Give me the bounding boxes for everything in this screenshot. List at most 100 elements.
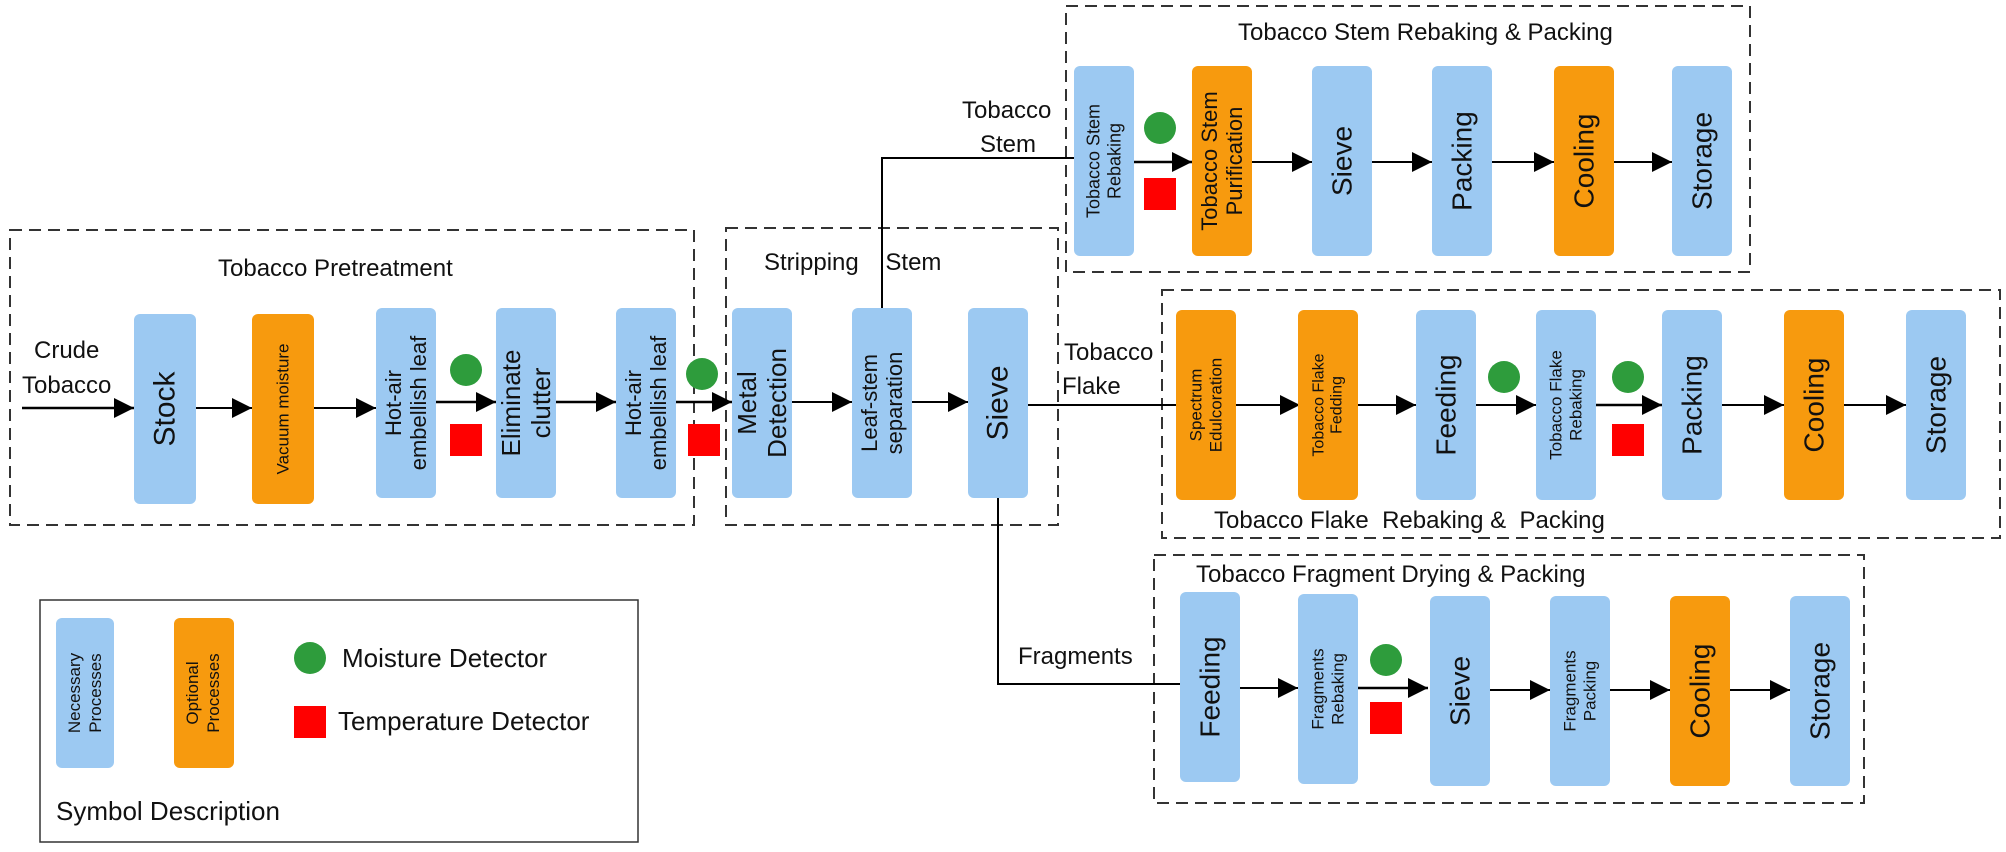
process-stem-cooling-label: Cooling bbox=[1569, 114, 1600, 209]
process-frag-packing-box bbox=[1550, 596, 1610, 786]
legend-moisture-label: Moisture Detector bbox=[342, 643, 548, 673]
process-stem-storage-box bbox=[1672, 66, 1732, 256]
process-stem-packing-label: Packing bbox=[1447, 111, 1478, 211]
process-stem-sieve-label: Sieve bbox=[1327, 126, 1358, 196]
process-frag-packing-label: Fragments bbox=[1561, 650, 1580, 731]
flow-label-fragments: Fragments bbox=[1018, 643, 1133, 670]
legend-optional-label-1: Optional bbox=[183, 661, 202, 724]
process-frag-cooling-label: Cooling bbox=[1685, 644, 1716, 739]
process-metal-label: Metal bbox=[732, 371, 762, 435]
process-frag-storage-box bbox=[1790, 596, 1850, 786]
process-frag-storage-label: Storage bbox=[1805, 642, 1836, 740]
process-hot-air-1-box bbox=[376, 308, 436, 498]
process-stem-cooling-box bbox=[1554, 66, 1614, 256]
process-stem-purification-label: Purification bbox=[1222, 107, 1247, 216]
flow-label-crude-2: Tobacco bbox=[22, 372, 111, 399]
process-frag-rebaking-box bbox=[1298, 594, 1358, 784]
process-stem-rebaking-box bbox=[1074, 66, 1134, 256]
legend: Necessary Processes Optional Processes M… bbox=[56, 618, 590, 826]
process-metal-box bbox=[732, 308, 792, 498]
process-frag-sieve-box bbox=[1430, 596, 1490, 786]
flow-label-stem-2: Stem bbox=[980, 131, 1036, 158]
legend-optional-swatch bbox=[174, 618, 234, 768]
moisture-detector-icon bbox=[686, 358, 718, 390]
process-frag-cooling-box bbox=[1670, 596, 1730, 786]
legend-title: Symbol Description bbox=[56, 796, 280, 826]
process-frag-sieve-label: Sieve bbox=[1445, 656, 1476, 726]
process-eliminate-box bbox=[496, 308, 556, 498]
process-stem-rebaking-label: Rebaking bbox=[1104, 123, 1124, 199]
process-spectrum-label: Edulcoration bbox=[1206, 358, 1225, 453]
flow-label-flake-1: Tobacco bbox=[1064, 339, 1153, 366]
process-eliminate-label: Eliminate bbox=[496, 350, 526, 457]
moisture-detector-icon bbox=[1488, 361, 1520, 393]
temperature-detector-icon bbox=[688, 424, 720, 456]
process-flake-fedding-label: Tobacco Flake bbox=[1310, 353, 1327, 456]
group-frame-flake-rebaking bbox=[1161, 289, 2001, 539]
process-flake-packing-label: Packing bbox=[1677, 355, 1708, 455]
temperature-detector-icon bbox=[1370, 702, 1402, 734]
process-flake-cooling-label: Cooling bbox=[1799, 358, 1830, 453]
process-vacuum-moisture-label: Vacuum moisture bbox=[274, 343, 293, 474]
process-stock-label: Stock bbox=[149, 370, 182, 446]
process-frag-feeding-box bbox=[1180, 592, 1240, 782]
process-sieve-main-label: Sieve bbox=[982, 365, 1015, 440]
group-frame-stem-rebaking bbox=[1065, 5, 1751, 273]
line-sieve-to-fragments bbox=[997, 496, 1180, 685]
process-stem-purification-label: Tobacco Stem bbox=[1197, 91, 1222, 230]
group-frame-fragment-drying bbox=[1153, 554, 1865, 804]
process-frag-rebaking-label: Fragments bbox=[1309, 648, 1328, 729]
group-title-pretreatment: Tobacco Pretreatment bbox=[218, 255, 453, 282]
process-sieve-main-box bbox=[968, 308, 1028, 498]
process-flake-fedding-box bbox=[1298, 310, 1358, 500]
temperature-detector-icon bbox=[1612, 424, 1644, 456]
process-flake-feeding-box bbox=[1416, 310, 1476, 500]
group-frame-stripping bbox=[725, 227, 1059, 526]
legend-optional-label-2: Processes bbox=[204, 653, 223, 732]
moisture-detector-icon bbox=[1370, 644, 1402, 676]
process-metal-label: Detection bbox=[762, 348, 792, 458]
process-hot-air-2-label: embellish leaf bbox=[646, 335, 671, 470]
process-eliminate-label: clutter bbox=[526, 367, 556, 438]
legend-necessary-label-2: Processes bbox=[86, 653, 105, 732]
process-hot-air-2-label: Hot-air bbox=[621, 370, 646, 436]
process-stem-sieve-box bbox=[1312, 66, 1372, 256]
process-flake-storage-box bbox=[1906, 310, 1966, 500]
process-stem-rebaking-label: Tobacco Stem bbox=[1084, 104, 1104, 218]
process-flake-rebaking-label: Rebaking bbox=[1566, 369, 1585, 441]
process-hot-air-1-label: Hot-air bbox=[381, 370, 406, 436]
process-hot-air-1-label: embellish leaf bbox=[406, 335, 431, 470]
moisture-detector-icon bbox=[1612, 361, 1644, 393]
process-frag-packing-label: Packing bbox=[1580, 661, 1599, 721]
moisture-detector-icon bbox=[1144, 112, 1176, 144]
temperature-detector-icon bbox=[1144, 178, 1176, 210]
process-frag-feeding-label: Feeding bbox=[1195, 636, 1226, 737]
group-title-stripping: Stripping Stem bbox=[764, 249, 941, 276]
process-stem-packing-box bbox=[1432, 66, 1492, 256]
legend-necessary-label-1: Necessary bbox=[65, 652, 84, 733]
process-flake-rebaking-box bbox=[1536, 310, 1596, 500]
process-stem-purification-box bbox=[1192, 66, 1252, 256]
process-frag-rebaking-label: Rebaking bbox=[1328, 653, 1347, 725]
group-title-fragment-drying: Tobacco Fragment Drying & Packing bbox=[1196, 561, 1586, 588]
flow-label-stem-1: Tobacco bbox=[962, 97, 1051, 124]
process-flake-cooling-box bbox=[1784, 310, 1844, 500]
legend-moisture-icon bbox=[294, 642, 326, 674]
process-vacuum-moisture-box bbox=[252, 314, 314, 504]
process-flake-feeding-label: Feeding bbox=[1431, 354, 1462, 455]
legend-temperature-label: Temperature Detector bbox=[338, 706, 590, 736]
process-flake-storage-label: Storage bbox=[1921, 356, 1952, 454]
process-leaf-stem-label: Leaf-stem bbox=[857, 354, 882, 452]
legend-frame bbox=[39, 599, 639, 843]
legend-necessary-swatch bbox=[56, 618, 114, 768]
process-flake-packing-box bbox=[1662, 310, 1722, 500]
flow-label-flake-2: Flake bbox=[1062, 373, 1121, 400]
process-stem-storage-label: Storage bbox=[1687, 112, 1718, 210]
process-flake-fedding-label: Fedding bbox=[1329, 376, 1346, 434]
group-title-flake-rebaking: Tobacco Flake Rebaking & Packing bbox=[1214, 507, 1605, 534]
process-hot-air-2-box bbox=[616, 308, 676, 498]
process-flake-rebaking-label: Tobacco Flake bbox=[1547, 350, 1566, 460]
process-spectrum-box bbox=[1176, 310, 1236, 500]
flow-label-crude-1: Crude bbox=[34, 337, 99, 364]
